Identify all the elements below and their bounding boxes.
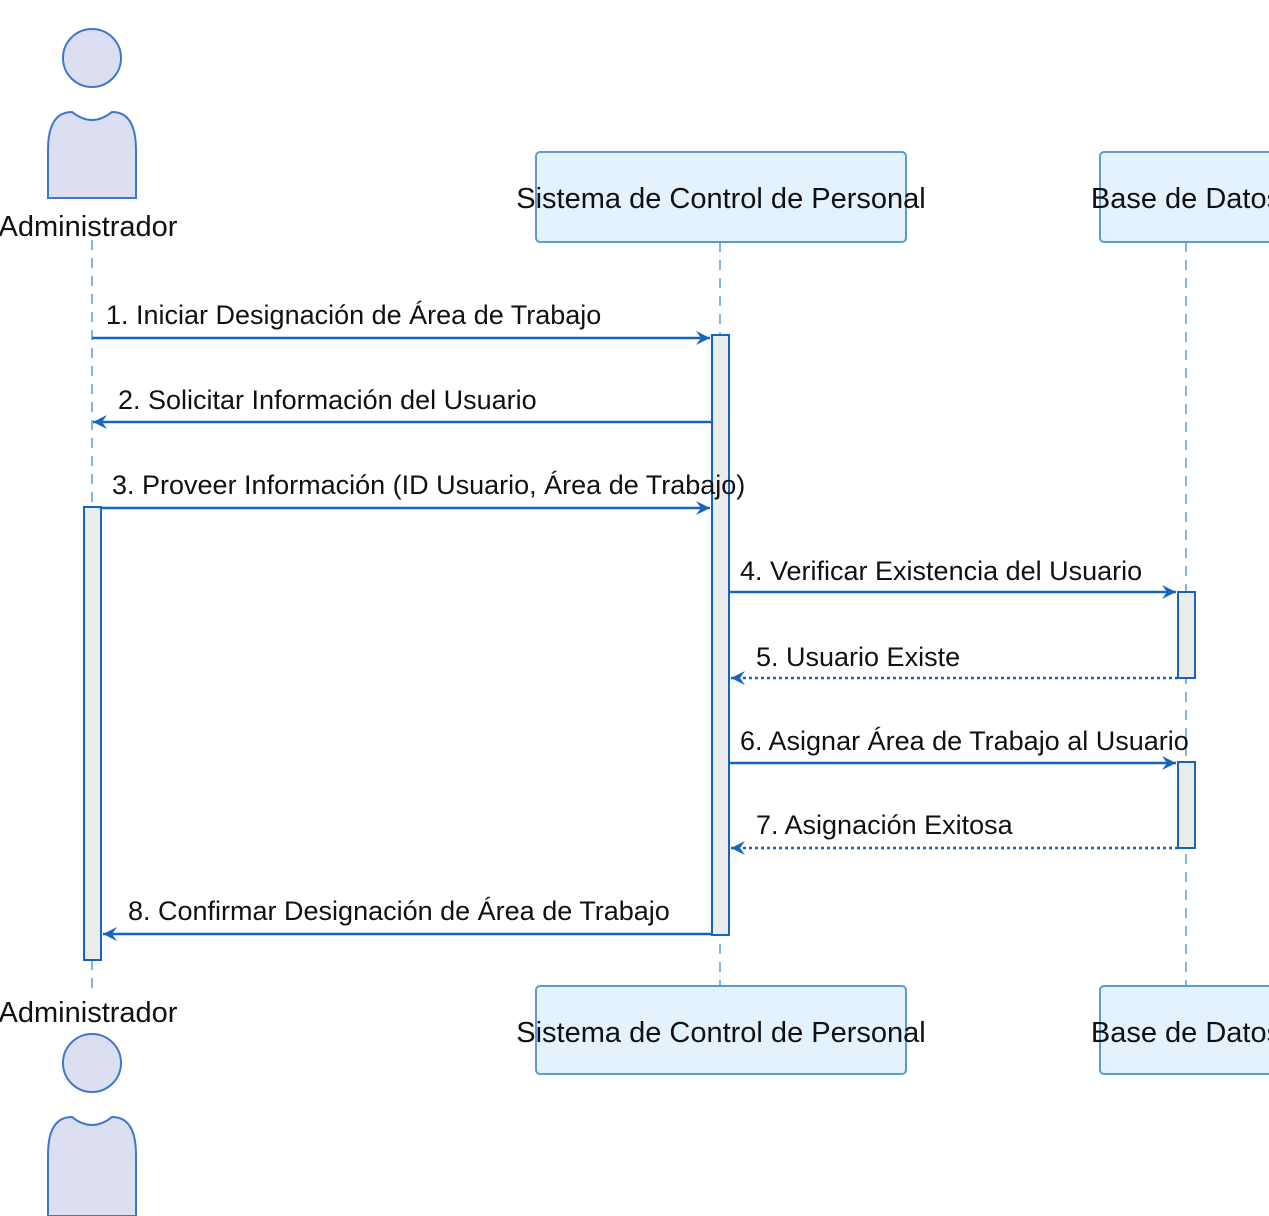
participant-label: Sistema de Control de Personal [516,183,925,215]
participant-label: Sistema de Control de Personal [516,1017,925,1049]
message-label: 7. Asignación Exitosa [756,810,1014,840]
message-label: 6. Asignar Área de Trabajo al Usuario [740,726,1189,756]
message-7: 7. Asignación Exitosa [731,810,1178,855]
participant-label: Base de Datos [1091,1017,1269,1049]
message-label: 3. Proveer Información (ID Usuario, Área… [112,470,745,500]
message-label: 4. Verificar Existencia del Usuario [740,556,1142,586]
message-8: 8. Confirmar Designación de Área de Trab… [103,896,712,941]
participant-label: Base de Datos [1091,183,1269,215]
activation-bars [83,334,1196,961]
message-4: 4. Verificar Existencia del Usuario [729,556,1176,599]
actor-name-bottom: Administrador [0,997,178,1029]
participant-db-bottom: Base de Datos [1091,985,1269,1075]
message-1: 1. Iniciar Designación de Área de Trabaj… [92,300,710,345]
activation-bar-db-2 [1177,761,1196,849]
activation-bar-system [711,334,730,936]
activation-bar-db-1 [1177,591,1196,679]
participant-system-top: Sistema de Control de Personal [516,151,926,243]
actor-figure-top: Administrador [0,28,178,243]
actor-name-top: Administrador [0,211,178,243]
message-2: 2. Solicitar Información del Usuario [93,385,712,429]
lifelines [91,240,1187,992]
participant-db-top: Base de Datos [1091,151,1269,243]
actor-figure-bottom: Administrador [0,997,178,1216]
activation-bar-actor [83,506,102,961]
message-5: 5. Usuario Existe [731,642,1178,685]
message-6: 6. Asignar Área de Trabajo al Usuario [729,726,1189,770]
message-label: 8. Confirmar Designación de Área de Trab… [128,896,670,926]
person-icon [47,1033,137,1216]
message-label: 1. Iniciar Designación de Área de Trabaj… [106,300,601,330]
message-label: 5. Usuario Existe [756,642,960,672]
person-icon [47,28,137,199]
message-3: 3. Proveer Información (ID Usuario, Área… [101,470,745,515]
participant-system-bottom: Sistema de Control de Personal [516,985,926,1075]
message-label: 2. Solicitar Información del Usuario [118,385,537,415]
